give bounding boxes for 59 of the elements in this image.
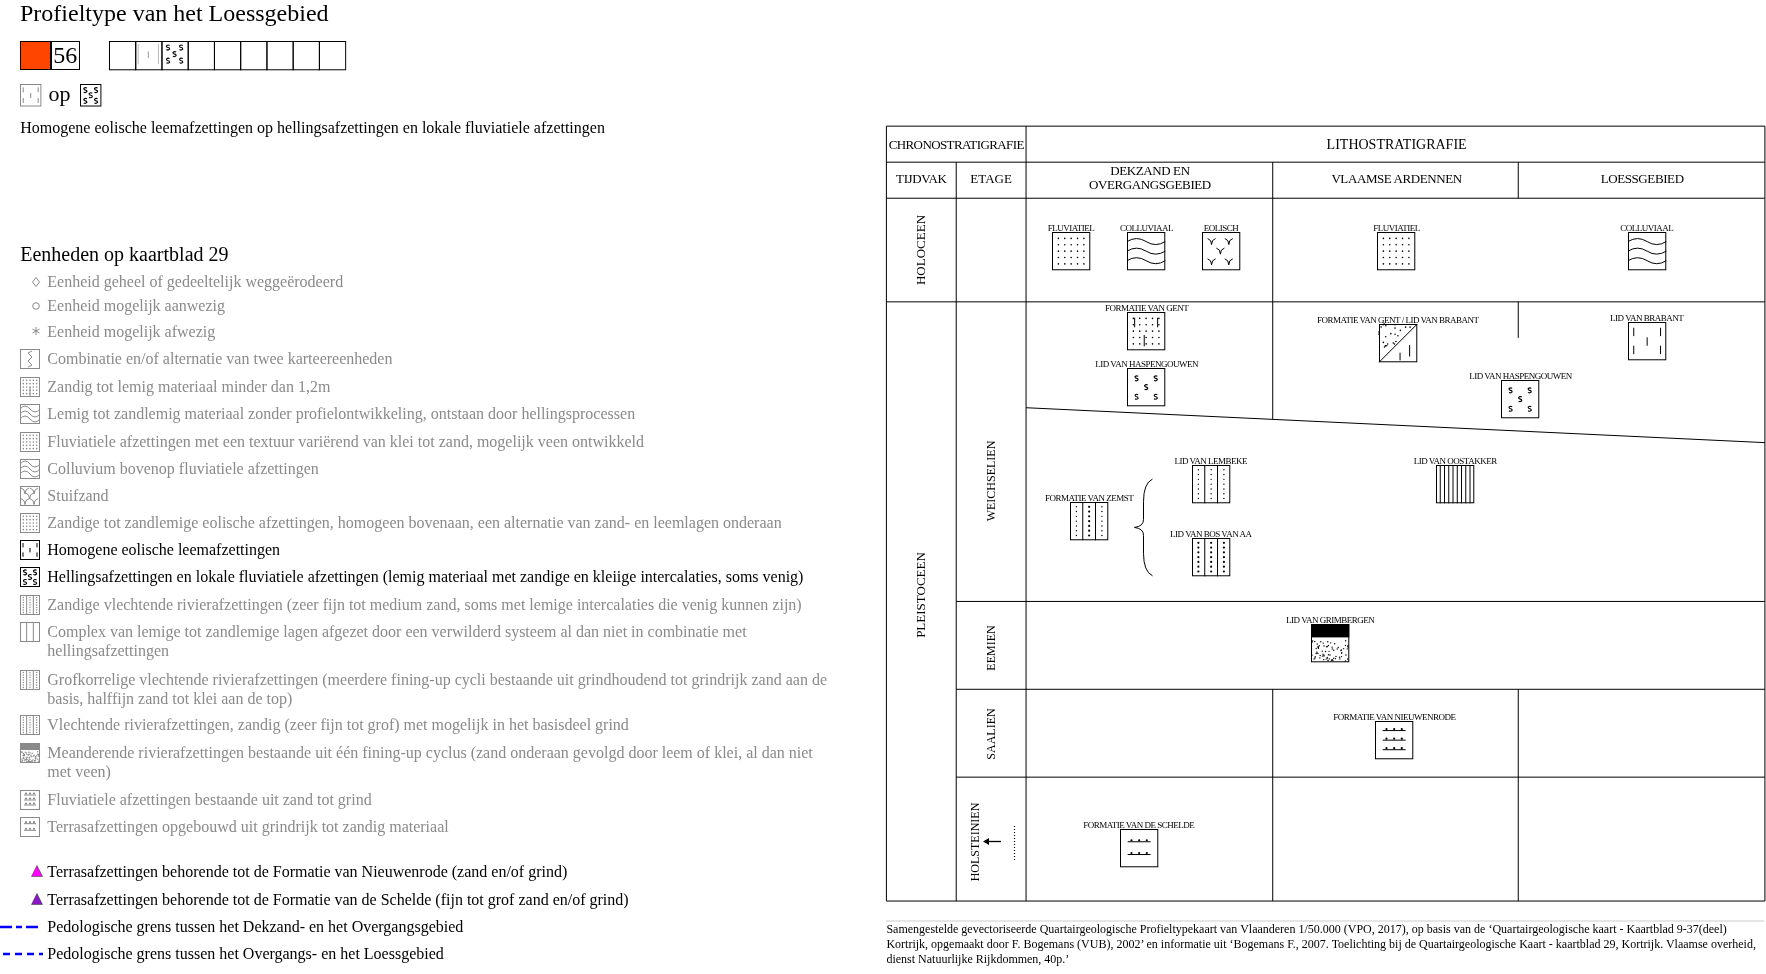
legend-text: Zandige vlechtende rivierafzettingen (zeer fijn tot medium zand, soms met lemige intercalaties die venig kunnen zijn) <box>47 594 803 614</box>
legend-text: Grofkorrelige vlechtende rivierafzettingen (meerdere fining-up cycli bestaande uit grindhoudend tot grindrijk zand aan de basis, halffijn zand tot klei aan de top) <box>47 670 828 709</box>
legend-text: Zandige tot zandlemige eolische afzettingen, homogeen bovenaan, een alternatie van zand- en leemlagen onderaan <box>47 512 783 532</box>
legend-text: Meanderende rivierafzettingen bestaande uit één fining-up cyclus (zand onderaan gevolgd door leem of klei, al dan niet met veen) <box>47 743 814 782</box>
unit-label: LID VAN OOSTAKKER <box>1413 456 1497 467</box>
legend-text: Homogene eolische leemafzettingen <box>47 539 282 559</box>
legend-text: Zandig tot lemig materiaal minder dan 1,2m <box>47 377 332 397</box>
legend-text: Eenheid mogelijk aanwezig <box>47 296 226 316</box>
legend-text: Combinatie en/of alternatie van twee karteereenheden <box>47 349 394 369</box>
period-label: EEMIEN <box>983 624 999 671</box>
connector-word: op <box>48 81 71 108</box>
legend-text: Complex van lemige tot zandlemige lagen afgezet door een verwilderd systeem al dan niet in combinatie met hellingsafzettingen <box>47 621 748 660</box>
source-note: Samengestelde gevectoriseerde Quartairgeologische Profieltypekaart van Vlaanderen 1/50.000 (VPO, 2017), op basis van de ‘Quartairgeologische kaart - Kaartblad 9-37(deel) Kortrijk, opgemaakt door F. Bogemans (VUB), 2002’ en informatie uit ‘Bogemans F., 2007. Toelichting bij de Quartairgeologische Kaart - kaartblad 29, Kortrijk. Vlaamse overheid, dienst Natuurlijke Rijkdommen, 40p.’ <box>886 922 1757 968</box>
column-header: LITHOSTRATIGRAFIE <box>1326 137 1467 154</box>
unit-label: FORMATIE VAN ZEMST <box>1045 493 1134 504</box>
unit-label: LID VAN LEMBEKE <box>1174 456 1248 467</box>
unit-label: LID VAN BRABANT <box>1610 313 1684 324</box>
column-header: DEKZAND EN OVERGANGSGEBIED <box>1088 164 1212 193</box>
column-header: TIJDVAK <box>896 171 947 188</box>
legend-text: Stuifzand <box>47 485 110 505</box>
unit-label: LID VAN HASPENGOUWEN <box>1095 359 1198 370</box>
legend-text: Pedologische grens tussen het Overgangs- en het Loessgebied <box>47 943 445 963</box>
legend-text: Fluviatiele afzettingen met een textuur variërend van klei tot zand, mogelijk veen ontwikkeld <box>47 431 645 451</box>
unit-label: COLLUVIAAL <box>1620 223 1674 233</box>
legend-text: Terrasafzettingen behorende tot de Formatie van de Schelde (fijn tot grof zand en/of grind) <box>47 889 630 909</box>
unit-label: LID VAN GRIMBERGEN <box>1286 614 1375 625</box>
unit-label: FLUVIATIEL <box>1373 223 1420 233</box>
legend-text: Vlechtende rivierafzettingen, zandig (zeer fijn tot grof) met mogelijk in het basisdeel grind <box>47 715 630 735</box>
unit-label: FORMATIE VAN GENT / LID VAN BRABANT <box>1316 315 1479 326</box>
legend-text: Colluvium bovenop fluviatiele afzettingen <box>47 458 320 478</box>
map-title: Profieltype van het Loessgebied <box>20 0 329 27</box>
unit-label: FLUVIATIEL <box>1047 223 1095 233</box>
unit-label: COLLUVIAAL <box>1120 223 1174 233</box>
unit-number: 56 <box>50 40 80 70</box>
unit-label: LID VAN HASPENGOUWEN <box>1469 370 1572 381</box>
period-label: HOLSTEINIEN <box>967 803 983 882</box>
column-header: VLAAMSE ARDENNEN <box>1331 171 1462 188</box>
column-header: LOESSGEBIED <box>1600 171 1684 188</box>
legend-text: Eenheid mogelijk afwezig <box>47 322 217 342</box>
legend-text: Terrasafzettingen opgebouwd uit grindrijk tot zandig materiaal <box>47 816 450 836</box>
column-header: CHRONOSTRATIGRAFIE <box>888 137 1024 154</box>
legend-text: Eenheid geheel of gedeeltelijk weggeërodeerd <box>47 271 345 291</box>
period-label: HOLOCEEN <box>913 215 930 286</box>
period-label: SAALIEN <box>983 708 999 760</box>
unit-label: FORMATIE VAN GENT <box>1104 302 1189 313</box>
unit-label: EOLISCH <box>1203 223 1239 233</box>
column-header: ETAGE <box>970 171 1012 188</box>
period-label: PLEISTOCEEN <box>913 551 930 638</box>
legend-text: Fluviatiele afzettingen bestaande uit zand tot grind <box>47 789 373 809</box>
profile-description: Homogene eolische leemafzettingen op hellingsafzettingen en lokale fluviatiele afzettingen <box>20 119 605 138</box>
legend-text: Terrasafzettingen behorende tot de Formatie van Nieuwenrode (zand en/of grind) <box>47 861 569 881</box>
legend-text: Pedologische grens tussen het Dekzand- en het Overgangsgebied <box>47 916 465 936</box>
section-heading: Eenheden op kaartblad 29 <box>20 243 229 267</box>
period-label: WEICHSELIEN <box>983 440 999 522</box>
unit-label: FORMATIE VAN NIEUWENRODE <box>1333 711 1456 722</box>
legend-text: Hellingsafzettingen en lokale fluviatiele afzettingen (lemig materiaal met zandige en kleiige intercalaties, soms venig) <box>47 566 805 586</box>
unit-label: LID VAN BOS VAN AA <box>1170 529 1252 540</box>
legend-text: Lemig tot zandlemig materiaal zonder profielontwikkeling, ontstaan door hellingsprocessen <box>47 404 637 424</box>
unit-label: FORMATIE VAN DE SCHELDE <box>1083 819 1195 830</box>
